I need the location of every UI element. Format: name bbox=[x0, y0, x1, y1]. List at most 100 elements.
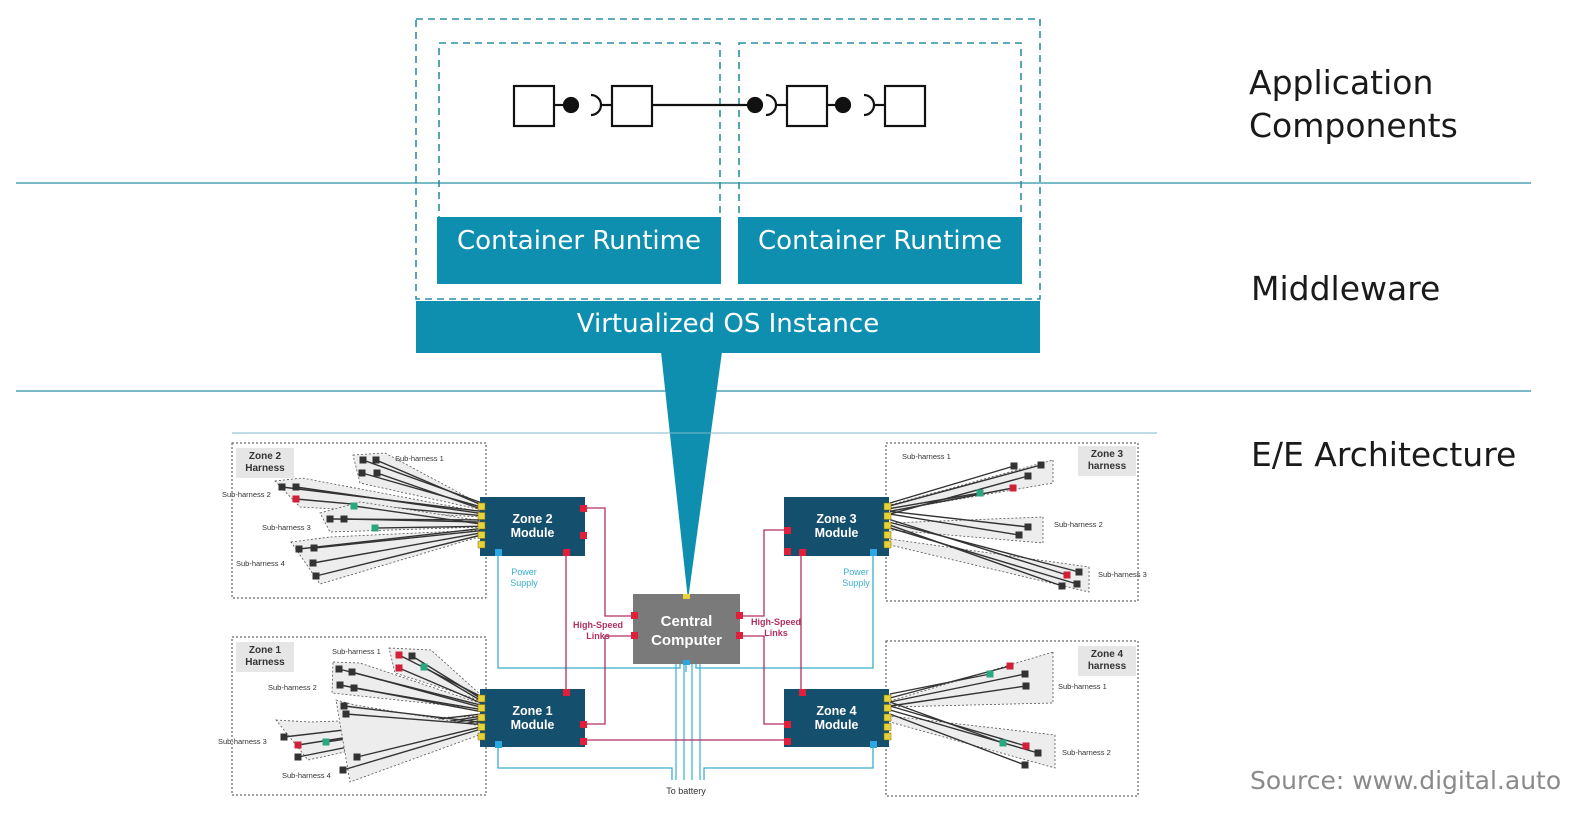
container-frame-right bbox=[738, 42, 1022, 219]
harness-wire bbox=[889, 487, 1014, 512]
module-port bbox=[883, 521, 892, 530]
connector-icon bbox=[986, 670, 994, 678]
link-port bbox=[799, 689, 806, 696]
layer-label-application: Application Components bbox=[1249, 63, 1458, 145]
connector-icon bbox=[295, 545, 303, 553]
harness-tag-z1 bbox=[236, 642, 294, 672]
harness-wire bbox=[342, 728, 483, 771]
harness-wire bbox=[423, 666, 483, 702]
connector-icon bbox=[371, 524, 379, 532]
sub-harness-label: Sub-harness 2 bbox=[268, 683, 317, 692]
harness-wire bbox=[351, 671, 483, 709]
sub-harness-label: Sub-harness 2 bbox=[1054, 520, 1103, 529]
connector-icon bbox=[322, 738, 330, 746]
power-line bbox=[703, 744, 874, 780]
vm-dashed-frame bbox=[415, 18, 1041, 300]
connector-icon bbox=[353, 753, 361, 761]
high-speed-label-left: High-Speed bbox=[573, 620, 623, 630]
harness-wire bbox=[889, 475, 1029, 515]
provided-interface-icon bbox=[746, 96, 764, 114]
connector-icon bbox=[1006, 662, 1014, 670]
harness-tag-z3 bbox=[1078, 446, 1136, 476]
harness-wire bbox=[376, 472, 483, 511]
module-port bbox=[883, 694, 892, 703]
link-port bbox=[736, 612, 743, 619]
harness-wire bbox=[374, 525, 483, 529]
connector-icon bbox=[358, 469, 366, 477]
link-port bbox=[580, 721, 587, 728]
link-port bbox=[784, 738, 791, 745]
harness-wire bbox=[889, 709, 1039, 754]
connector-icon bbox=[1058, 582, 1066, 590]
connector-icon bbox=[1073, 580, 1081, 588]
connector-icon bbox=[1022, 742, 1030, 750]
connector-icon bbox=[1021, 761, 1029, 769]
harness-wire bbox=[313, 529, 483, 549]
layer-label-middleware: Middleware bbox=[1251, 269, 1441, 308]
layer-label-ee: E/E Architecture bbox=[1251, 435, 1517, 474]
harness-wire bbox=[889, 513, 1020, 536]
zone-module-label: Module bbox=[511, 718, 555, 732]
connector-icon bbox=[359, 456, 367, 464]
harness-wire bbox=[398, 667, 483, 704]
connector-icon bbox=[350, 502, 358, 510]
harness-wire bbox=[298, 527, 483, 550]
container-frame-left bbox=[438, 42, 721, 219]
module-port bbox=[477, 713, 486, 722]
central-port bbox=[683, 594, 690, 599]
harness-wire bbox=[889, 464, 1042, 507]
connector-icon bbox=[1075, 568, 1083, 576]
power-line bbox=[497, 744, 673, 780]
power-port bbox=[495, 549, 502, 556]
harness-title: Zone 3 bbox=[1091, 449, 1124, 460]
sub-harness-label: Sub-harness 3 bbox=[262, 523, 311, 532]
harness-wire bbox=[889, 510, 1029, 528]
sub-harness-outline bbox=[319, 501, 483, 533]
link-port bbox=[784, 721, 791, 728]
harness-wire bbox=[889, 705, 1027, 747]
component-box-1 bbox=[512, 84, 556, 128]
connector-icon bbox=[294, 753, 302, 761]
harness-wire bbox=[889, 527, 1078, 585]
link-port bbox=[784, 527, 791, 534]
battery-label: To battery bbox=[666, 786, 706, 796]
connector-icon bbox=[294, 741, 302, 749]
virtualized-os-bar bbox=[416, 301, 1040, 353]
link-port bbox=[736, 632, 743, 639]
connector-icon bbox=[1010, 462, 1018, 470]
harness-wire bbox=[356, 725, 483, 758]
harness-wire bbox=[889, 521, 1080, 573]
link-port bbox=[563, 689, 570, 696]
high-speed-label-right: High-Speed bbox=[751, 617, 801, 627]
connector-icon bbox=[326, 515, 334, 523]
central-computer bbox=[633, 594, 740, 664]
power-line bbox=[695, 552, 874, 669]
component-box-2 bbox=[610, 84, 654, 128]
connector-icon bbox=[1009, 484, 1017, 492]
harness-wire bbox=[353, 505, 483, 525]
harness-wire bbox=[889, 465, 1015, 504]
high-speed-link bbox=[740, 529, 786, 617]
module-port bbox=[883, 704, 892, 712]
provided-interface-icon bbox=[834, 96, 852, 114]
module-port bbox=[883, 732, 892, 741]
high-speed-link bbox=[583, 635, 633, 725]
harness-tag-z4 bbox=[1078, 646, 1136, 676]
sub-harness-label: Sub-harness 2 bbox=[1062, 748, 1111, 757]
module-port bbox=[883, 723, 892, 731]
harness-title: harness bbox=[1088, 661, 1127, 672]
zone-module-label: Zone 3 bbox=[816, 512, 856, 526]
connector-icon bbox=[278, 483, 286, 491]
harness-wire bbox=[345, 713, 483, 726]
harness-title: Zone 2 bbox=[249, 451, 282, 462]
sub-harness-label: Sub-harness 2 bbox=[222, 490, 271, 499]
connector-icon bbox=[373, 469, 381, 477]
connector-icon bbox=[1034, 749, 1042, 757]
harness-wire bbox=[411, 655, 483, 700]
high-speed-label-right: Links bbox=[764, 628, 788, 638]
link-port bbox=[784, 548, 791, 555]
harness-wire bbox=[375, 459, 483, 506]
sub-harness-outline bbox=[889, 516, 1044, 544]
harness-wire bbox=[889, 492, 981, 510]
